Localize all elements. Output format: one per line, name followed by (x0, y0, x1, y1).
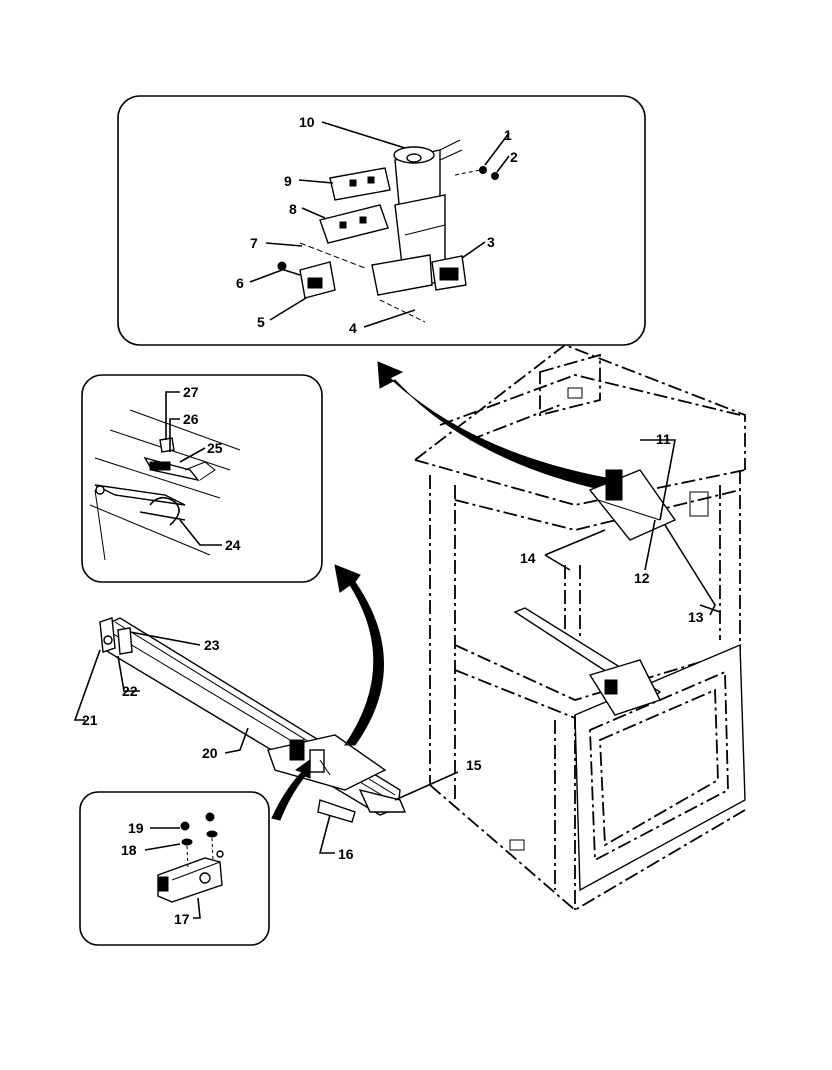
leader-lines-top (249, 121, 510, 328)
oven-cabinet (414, 343, 746, 912)
switch-detail-panel (79, 791, 270, 946)
callout-12: 12 (634, 570, 650, 586)
callout-6: 6 (236, 275, 244, 291)
callout-15: 15 (466, 757, 482, 773)
callout-4: 4 (349, 320, 357, 336)
callout-26: 26 (183, 411, 199, 427)
callout-16: 16 (338, 846, 354, 862)
callout-8: 8 (289, 201, 297, 217)
callout-1: 1 (504, 127, 512, 143)
callout-24: 24 (225, 537, 241, 553)
callout-7: 7 (250, 235, 258, 251)
callout-25: 25 (207, 440, 223, 456)
callout-10: 10 (299, 114, 315, 130)
callout-9: 9 (284, 173, 292, 189)
hinge-detail-panel (81, 374, 323, 583)
callout-23: 23 (204, 637, 220, 653)
callout-3: 3 (487, 234, 495, 250)
callout-labels: 1 2 3 4 5 6 7 8 9 10 11 12 13 14 15 16 1… (82, 114, 704, 927)
callout-18: 18 (121, 842, 137, 858)
callout-20: 20 (202, 745, 218, 761)
leader-lines-hinge (165, 391, 222, 546)
callout-21: 21 (82, 712, 98, 728)
callout-13: 13 (688, 609, 704, 625)
latch-assembly-detail-panel (117, 95, 646, 346)
latch-assembly-detail (277, 139, 499, 323)
callout-27: 27 (183, 384, 199, 400)
callout-19: 19 (128, 820, 144, 836)
latch-bar-assembly (99, 617, 407, 823)
hinge-detail (89, 409, 241, 561)
leader-lines-cabinet (544, 439, 721, 616)
callout-11: 11 (656, 431, 671, 447)
callout-22: 22 (122, 683, 138, 699)
callout-17: 17 (174, 911, 190, 927)
callout-14: 14 (520, 550, 536, 566)
leader-lines-switch (144, 827, 201, 919)
callout-arrows (271, 361, 607, 821)
leader-lines-bar (73, 631, 459, 854)
callout-2: 2 (510, 149, 518, 165)
callout-5: 5 (257, 314, 265, 330)
switch-detail (157, 812, 224, 903)
